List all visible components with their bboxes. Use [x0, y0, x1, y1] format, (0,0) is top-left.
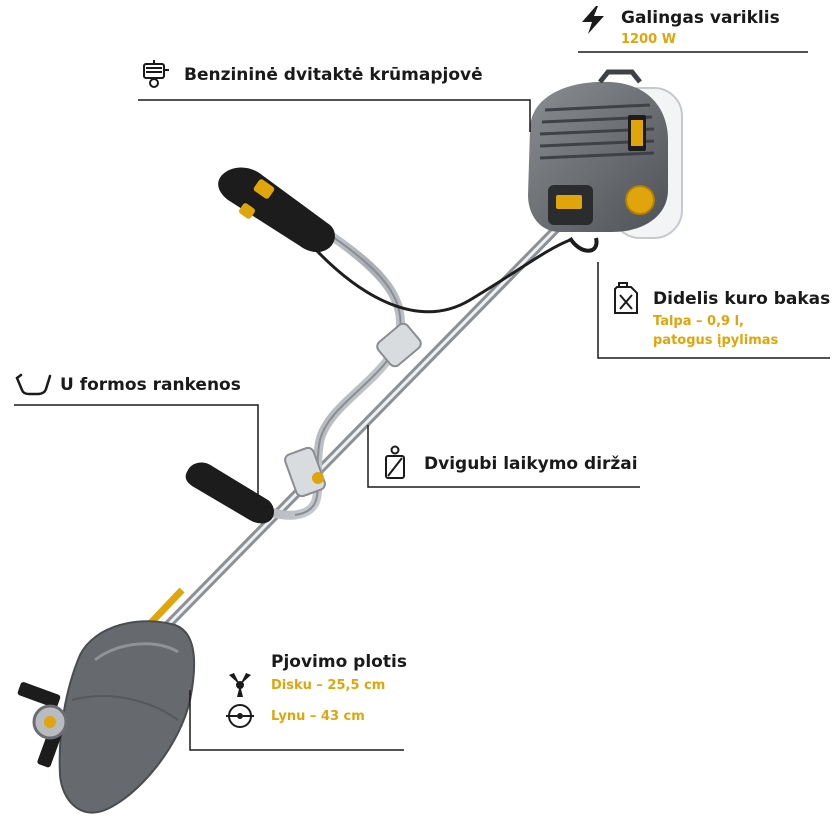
left-grip: [185, 462, 274, 524]
throttle-trigger: [253, 179, 275, 199]
throttle-cable: [303, 237, 571, 314]
engine: [528, 69, 683, 253]
throttle-lock: [239, 203, 255, 219]
engine-title: Galingas variklis: [621, 8, 780, 28]
leader-handles: [14, 404, 259, 497]
cutting-width-line: Lynu – 43 cm: [271, 709, 365, 724]
handles-title: U formos rankenos: [60, 375, 241, 395]
fuel-canister-icon: [614, 282, 638, 314]
fuel-tank-title: Didelis kuro bakas: [653, 289, 831, 309]
type-title: Benzininė dvitaktė krūmapjovė: [184, 65, 483, 85]
harness-title: Dvigubi laikymo diržai: [424, 454, 638, 474]
leader-cutting-width: [189, 690, 404, 751]
lower-clamp: [284, 446, 326, 498]
leader-harness: [367, 425, 640, 488]
cutting-head: [17, 682, 68, 768]
leader-fuel-tank: [597, 262, 830, 359]
throttle-grip: [218, 167, 335, 253]
tri-blade-icon: [229, 673, 251, 697]
engine-detail: 1200 W: [621, 32, 677, 47]
engine-piston-icon: [143, 60, 169, 88]
fuel-tank-detail-line1: Talpa – 0,9 l,: [653, 314, 744, 329]
cutting-width-disc: Disku – 25,5 cm: [271, 678, 386, 693]
handlebar-clamp: [376, 322, 422, 368]
cutter-guard: [58, 620, 196, 814]
lightning-bolt-icon: [582, 6, 604, 34]
u-handle-icon: [15, 373, 52, 396]
cutting-width-title: Pjovimo plotis: [271, 652, 407, 672]
trimmer-line-icon: [226, 704, 254, 728]
fuel-tank-detail-line2: patogus įpylimas: [653, 333, 779, 348]
harness-strap-icon: [385, 445, 405, 479]
clamp-knob: [312, 472, 324, 484]
leader-type: [138, 99, 531, 132]
